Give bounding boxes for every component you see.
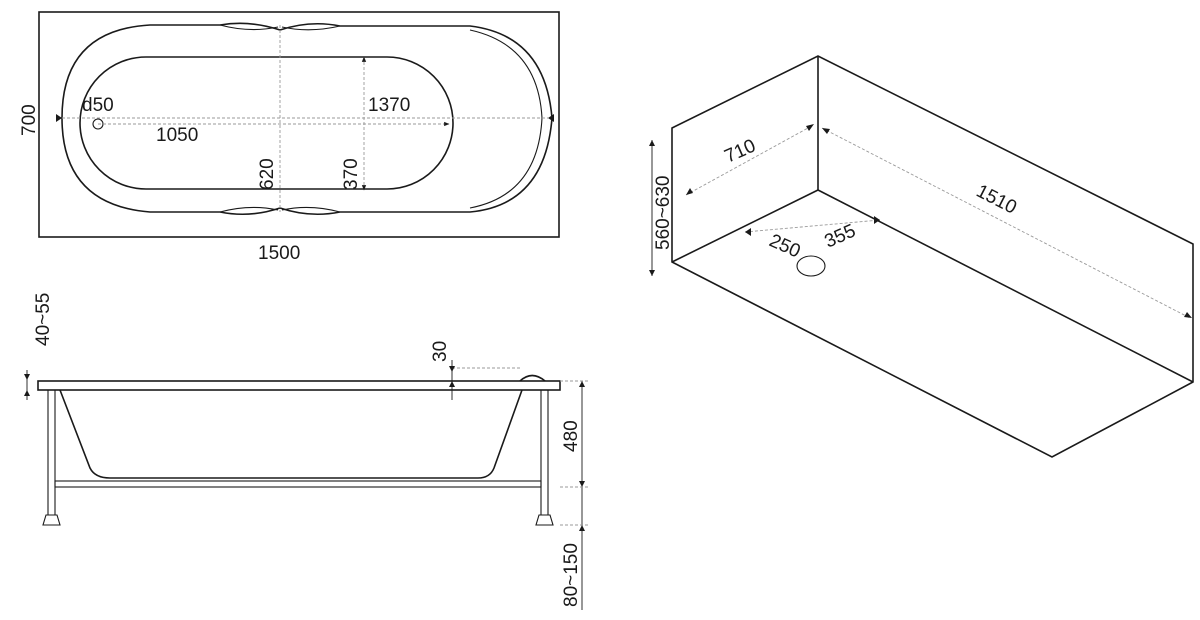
iso-view: 710 1510 560~630 250 355 bbox=[649, 55, 1194, 458]
side-view: 40~55 30 480 80~150 bbox=[24, 293, 590, 610]
dim-drain: d50 bbox=[82, 95, 114, 116]
top-view: 1500 700 d50 1050 1370 620 370 bbox=[19, 11, 560, 264]
dim-iso-depth: 710 bbox=[721, 135, 759, 167]
top-view-outline bbox=[38, 11, 560, 238]
dim-legs: 80~150 bbox=[561, 543, 582, 607]
dim-rim: 40~55 bbox=[33, 293, 54, 346]
dim-width: 1500 bbox=[258, 243, 300, 264]
dim-depth: 700 bbox=[19, 104, 40, 136]
dim-lip: 30 bbox=[430, 341, 451, 362]
dim-outer-length: 1370 bbox=[368, 95, 410, 116]
side-lip bbox=[519, 374, 546, 382]
dim-iso-drain-y: 355 bbox=[821, 220, 859, 252]
side-foot-right bbox=[535, 514, 554, 526]
iso-drain-hole bbox=[796, 255, 826, 277]
dim-half-width: 370 bbox=[341, 158, 362, 190]
dim-iso-length: 1510 bbox=[973, 181, 1020, 219]
top-view-rim bbox=[61, 22, 553, 216]
dim-inner-length: 1050 bbox=[156, 125, 198, 146]
dim-iso-drain-x: 250 bbox=[766, 230, 804, 262]
side-rim bbox=[37, 380, 561, 391]
top-view-basin bbox=[79, 56, 454, 190]
iso-box-outline bbox=[671, 55, 1194, 458]
dim-inner-width: 620 bbox=[257, 158, 278, 190]
dim-iso-height: 560~630 bbox=[653, 176, 674, 251]
side-frame-bar bbox=[54, 480, 542, 488]
dim-height: 480 bbox=[561, 420, 582, 452]
side-tub-body bbox=[59, 389, 523, 479]
side-foot-left bbox=[42, 514, 61, 526]
